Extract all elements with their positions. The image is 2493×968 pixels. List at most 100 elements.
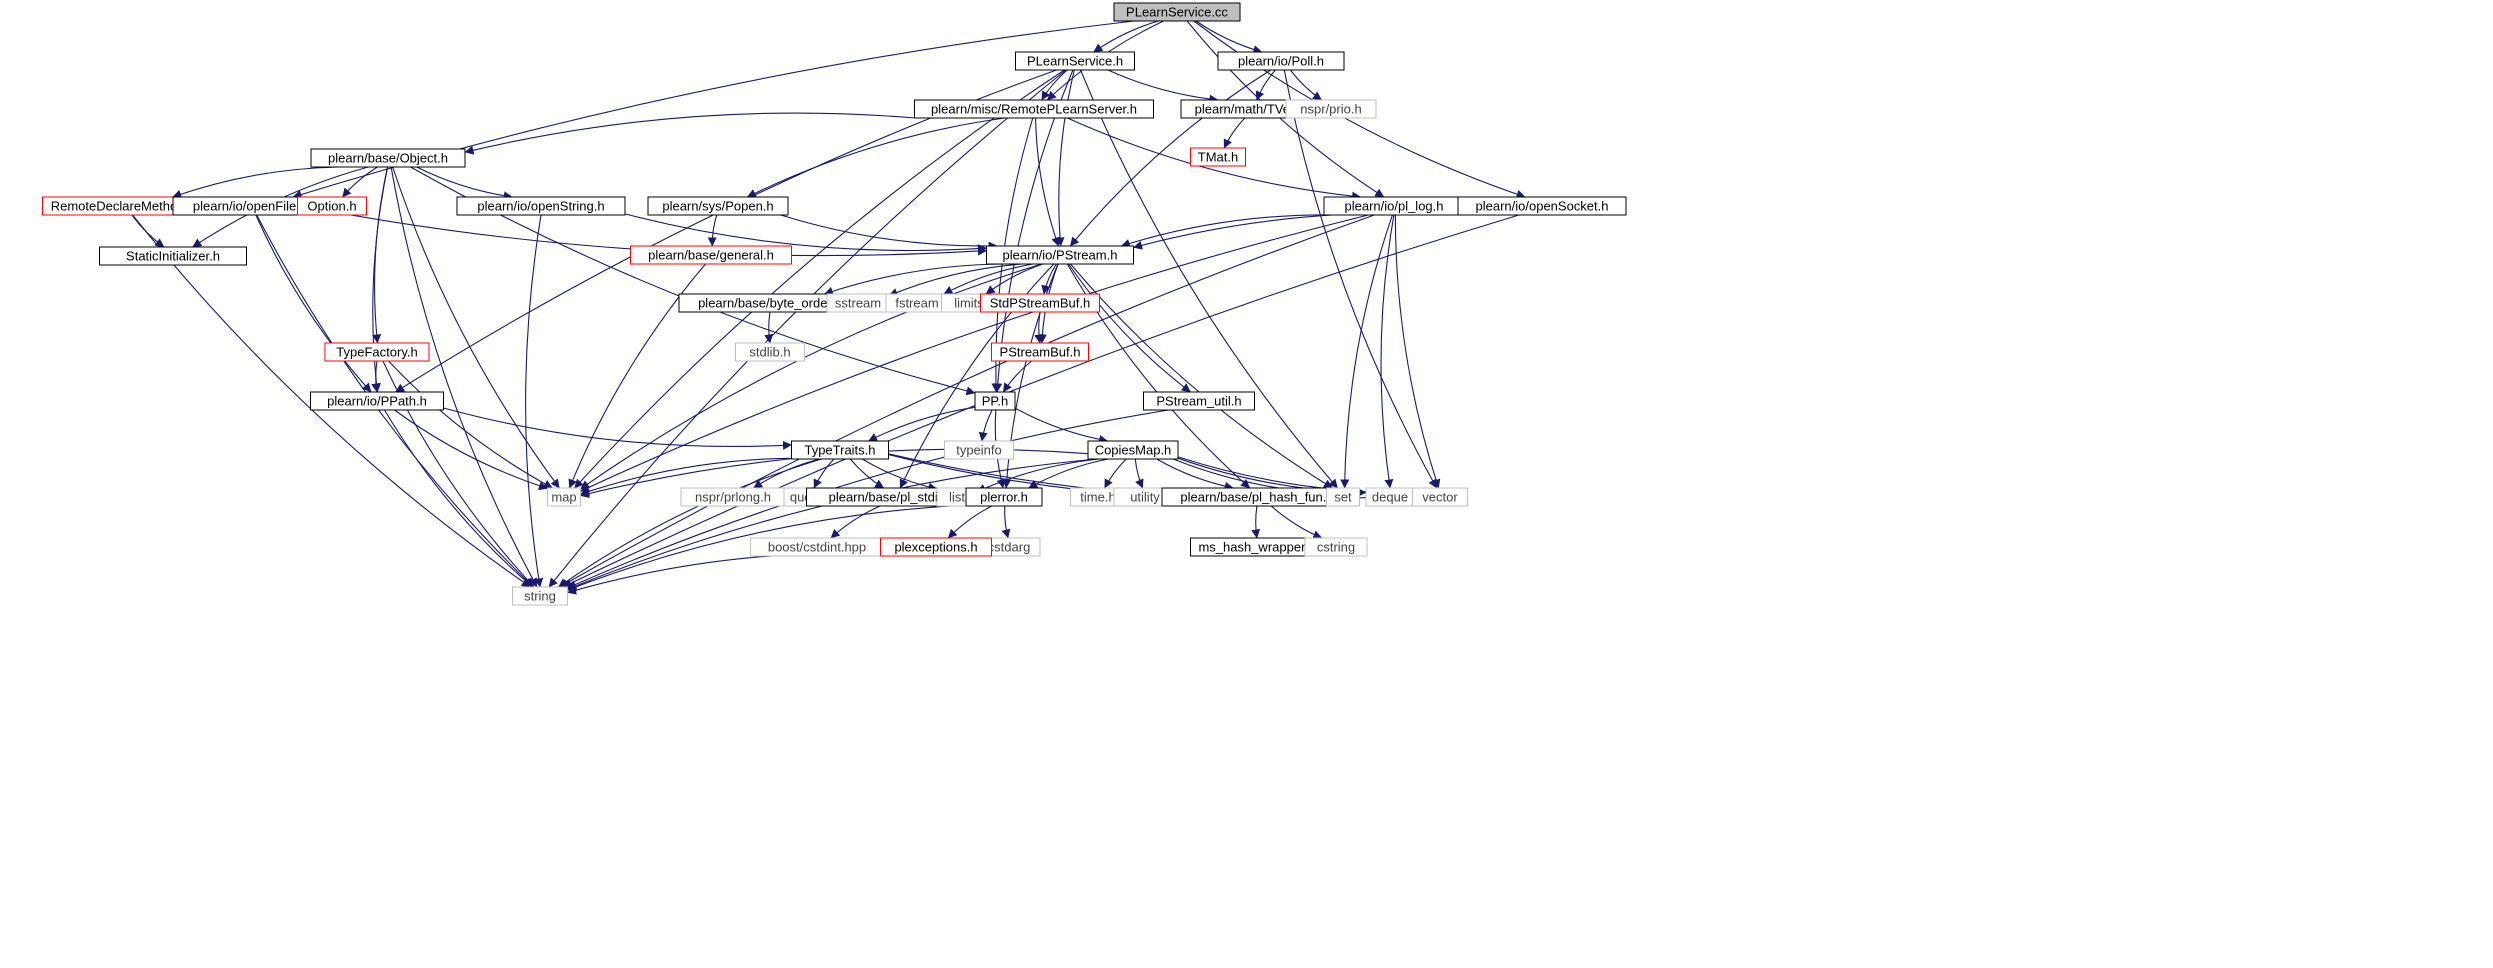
node-copiesmap-h[interactable]: CopiesMap.h	[1087, 440, 1179, 460]
node-box	[1326, 487, 1360, 507]
node-label: deque	[1372, 490, 1408, 505]
node-plearn-io-pl-log-h[interactable]: plearn/io/pl_log.h	[1323, 196, 1465, 216]
node-boost-cstdint-hpp: boost/cstdint.hpp	[750, 537, 884, 557]
node-label: ms_hash_wrapper.h	[1198, 540, 1315, 555]
edge-plearn-base-byte-order-h-to-stdlib-h	[764, 311, 774, 344]
edge-plearn-base-pl-hash-fun-h-to-cstring	[1270, 505, 1323, 539]
node-label: plearn/base/Object.h	[328, 151, 448, 166]
node-typetraits-h[interactable]: TypeTraits.h	[791, 440, 889, 460]
edge-plearn-base-object-h-to-option-h	[342, 166, 378, 198]
node-tmat-h[interactable]: TMat.h	[1190, 147, 1246, 167]
node-ms-hash-wrapper-h[interactable]: ms_hash_wrapper.h	[1190, 537, 1324, 557]
node-staticinitializer-h[interactable]: StaticInitializer.h	[99, 246, 247, 266]
node-box	[310, 148, 466, 168]
edge-plearn-base-general-h-to-map	[568, 263, 706, 489]
node-label: plearn/io/openFile.h	[193, 199, 307, 214]
node-plearn-base-general-h[interactable]: plearn/base/general.h	[630, 245, 792, 265]
node-pstreambuf-h[interactable]: PStreamBuf.h	[991, 342, 1089, 362]
node-plearn-io-openfile-h[interactable]: plearn/io/openFile.h	[172, 196, 328, 216]
node-label: plearn/io/openString.h	[477, 199, 604, 214]
node-label: set	[1334, 490, 1352, 505]
node-plearn-base-pl-hash-fun-h[interactable]: plearn/base/pl_hash_fun.h	[1161, 487, 1353, 507]
edge-plearn-misc-remoteplearnserver-h-to-plearn-sys-popen-h	[746, 117, 1005, 198]
edge-plearn-io-pl-log-h-to-plearn-io-pstream-h	[1120, 214, 1333, 248]
node-box	[310, 391, 444, 411]
node-sstream: sstream	[826, 293, 890, 313]
edge-plearn-io-pstream-h-to-pstream-util-h	[1068, 263, 1191, 393]
node-label: nspr/prlong.h	[695, 490, 771, 505]
node-box	[1412, 487, 1468, 507]
node-box	[1015, 51, 1135, 71]
node-label: PLearnService.h	[1027, 54, 1123, 69]
node-label: plearn/math/TVec.h	[1195, 102, 1308, 117]
edge-plearn-io-pstream-h-to-stdpstreambuf-h	[1041, 263, 1057, 295]
node-box	[791, 440, 889, 460]
edge-plearn-base-object-h-to-string	[390, 166, 538, 588]
node-box	[974, 391, 1016, 411]
node-plearn-io-opensocket-h[interactable]: plearn/io/openSocket.h	[1457, 196, 1627, 216]
edge-plearnservice-h-to-plearn-misc-remoteplearnserver-h	[1041, 69, 1068, 101]
node-box	[965, 487, 1043, 507]
node-map: map	[547, 487, 581, 507]
node-plerror-h[interactable]: plerror.h	[965, 487, 1043, 507]
node-label: nspr/prio.h	[1300, 102, 1361, 117]
node-plearn-io-openstring-h[interactable]: plearn/io/openString.h	[456, 196, 626, 216]
node-box	[1217, 51, 1345, 71]
node-label: PP.h	[982, 394, 1009, 409]
edge-plearn-io-poll-h-to-plearn-math-tvec-h	[1255, 69, 1276, 101]
node-label: PLearnService.cc	[1126, 5, 1228, 20]
node-plearn-base-object-h[interactable]: plearn/base/Object.h	[310, 148, 466, 168]
node-typefactory-h[interactable]: TypeFactory.h	[324, 342, 430, 362]
node-label: vector	[1422, 490, 1458, 505]
edge-remotedeclaremethod-h-to-string	[132, 214, 531, 588]
node-plearn-base-byte-order-h[interactable]: plearn/base/byte_order.h	[678, 293, 862, 313]
node-box	[547, 487, 581, 507]
node-stdpstreambuf-h[interactable]: StdPStreamBuf.h	[980, 293, 1100, 313]
node-label: plearn/io/PPath.h	[327, 394, 427, 409]
node-label: plerror.h	[980, 490, 1028, 505]
edge-plearn-io-pstream-h-to-limits	[985, 263, 1044, 295]
edge-plearn-base-object-h-to-plearn-io-openstring-h	[416, 166, 513, 201]
node-label: TMat.h	[1198, 150, 1238, 165]
node-plexceptions-h[interactable]: plexceptions.h	[880, 537, 992, 557]
node-plearn-io-poll-h[interactable]: plearn/io/Poll.h	[1217, 51, 1345, 71]
node-box	[647, 196, 789, 216]
edge-plearn-io-poll-h-to-plearn-io-pstream-h	[1069, 69, 1271, 247]
node-pp-h[interactable]: PP.h	[974, 391, 1016, 411]
node-plearn-io-ppath-h[interactable]: plearn/io/PPath.h	[310, 391, 444, 411]
node-remotedeclaremethod-h[interactable]: RemoteDeclareMethod.h	[42, 196, 204, 216]
node-box	[1143, 391, 1255, 411]
edge-copiesmap-h-to-plearn-base-pl-hash-fun-h	[1156, 458, 1234, 491]
edge-typetraits-h-to-nspr-prlong-h	[753, 458, 820, 489]
edge-plearn-io-pstream-h-to-plearn-base-byte-order-h	[823, 263, 1006, 296]
node-label: plearn/io/Poll.h	[1238, 54, 1324, 69]
node-label: plexceptions.h	[894, 540, 977, 555]
node-plearn-misc-remoteplearnserver-h[interactable]: plearn/misc/RemotePLearnServer.h	[914, 99, 1154, 119]
node-label: plearn/base/general.h	[648, 248, 774, 263]
edge-plearn-io-openfile-h-to-plearn-io-ppath-h	[255, 214, 372, 393]
node-label: plearn/sys/Popen.h	[662, 199, 773, 214]
edge-plearn-io-openfile-h-to-string	[256, 214, 534, 588]
node-plearn-sys-popen-h[interactable]: plearn/sys/Popen.h	[647, 196, 789, 216]
node-label: time.h	[1080, 490, 1115, 505]
node-box	[1190, 147, 1246, 167]
edge-pp-h-to-typetraits-h	[868, 406, 976, 442]
node-plearnservice-cc[interactable]: PLearnService.cc	[1113, 2, 1241, 22]
edge-plearnservice-cc-to-plearn-io-poll-h	[1195, 20, 1263, 54]
edge-plearn-io-poll-h-to-vector	[1283, 69, 1438, 489]
edge-plearnservice-cc-to-plearn-io-opensocket-h	[1193, 20, 1526, 199]
node-pstream-util-h[interactable]: PStream_util.h	[1143, 391, 1255, 411]
node-box	[980, 293, 1100, 313]
node-box	[512, 586, 568, 606]
node-box	[1087, 440, 1179, 460]
node-label: cstdarg	[988, 540, 1031, 555]
node-option-h[interactable]: Option.h	[297, 196, 367, 216]
node-plearnservice-h[interactable]: PLearnService.h	[1015, 51, 1135, 71]
node-box	[1285, 99, 1377, 119]
edge-plearn-io-pl-log-h-to-map	[580, 214, 1369, 492]
node-label: string	[524, 589, 556, 604]
edge-plearnservice-h-to-plearn-io-pstream-h	[1055, 69, 1075, 247]
edge-plearn-sys-popen-h-to-plearn-base-general-h	[707, 214, 718, 247]
node-plearn-io-pstream-h[interactable]: plearn/io/PStream.h	[986, 245, 1134, 265]
node-label: PStream_util.h	[1156, 394, 1241, 409]
